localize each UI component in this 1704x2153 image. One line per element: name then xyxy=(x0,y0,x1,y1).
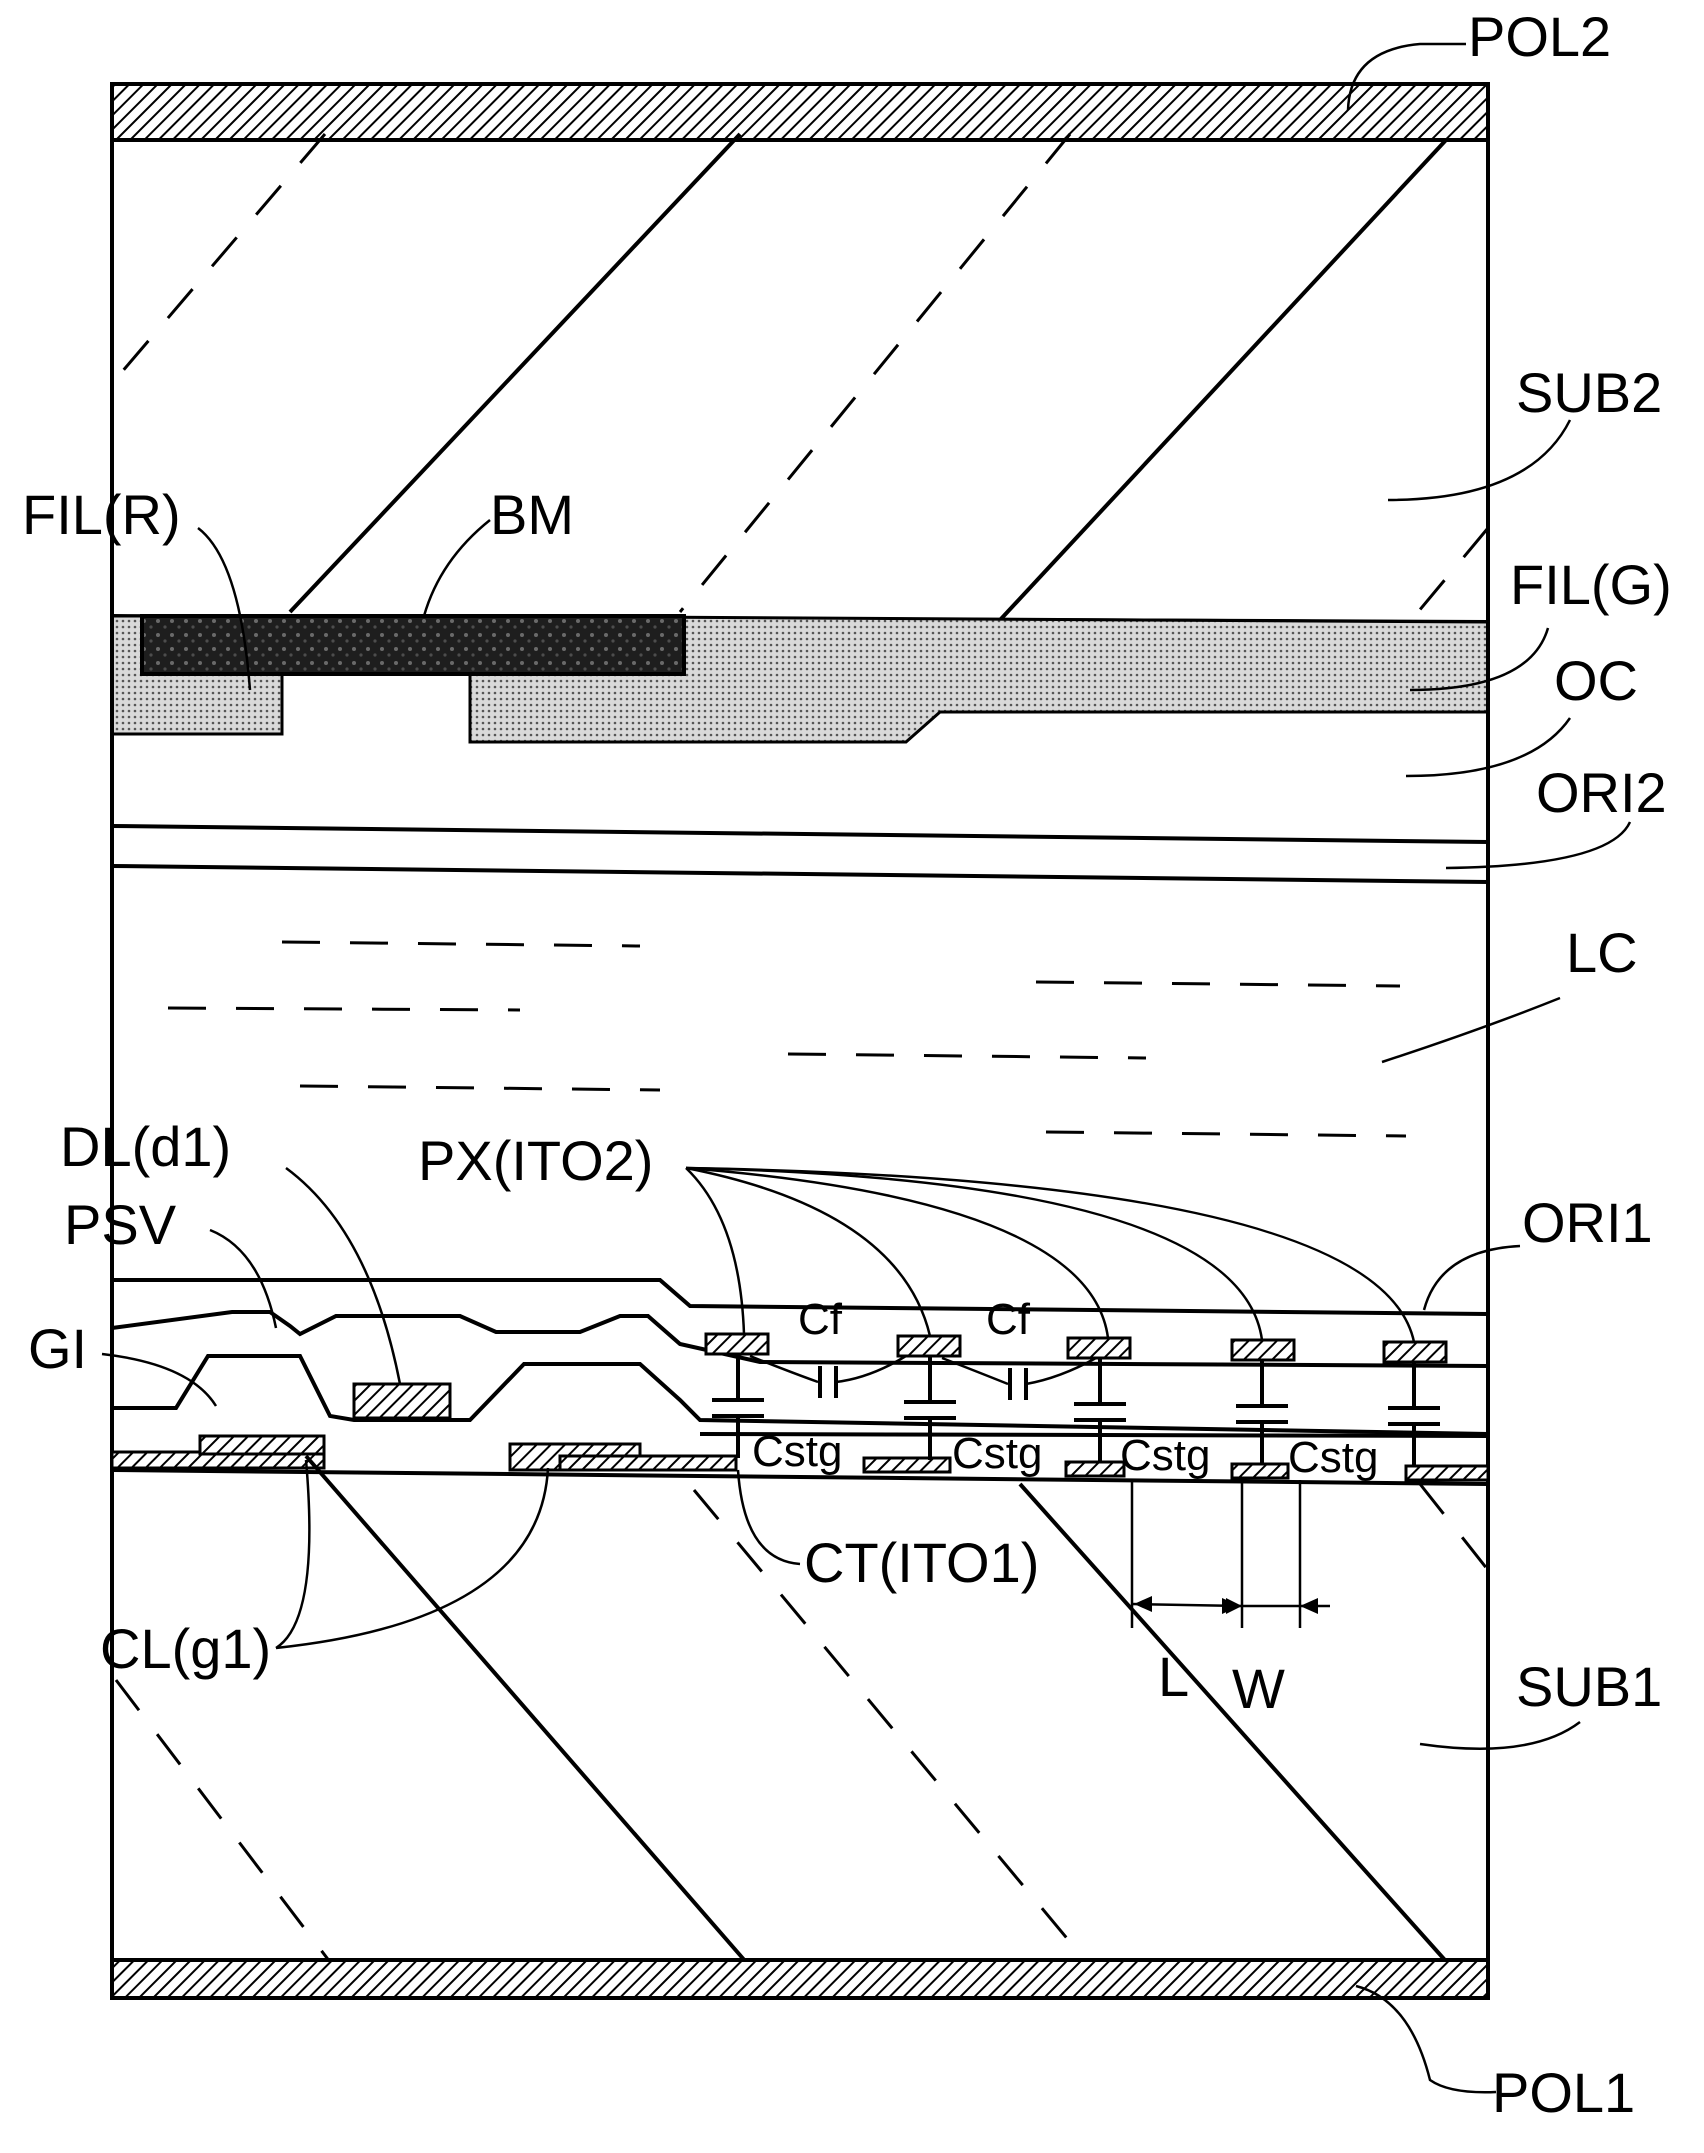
label-pol2: POL2 xyxy=(1468,5,1611,68)
label-cf-1: Cf xyxy=(798,1295,843,1344)
leader-ori2 xyxy=(1446,822,1630,868)
label-ori2: ORI2 xyxy=(1536,761,1667,824)
leader-sub2 xyxy=(1388,420,1570,500)
pixel-electrode-2 xyxy=(898,1336,960,1356)
label-l: L xyxy=(1158,1645,1189,1708)
label-w: W xyxy=(1232,1657,1285,1720)
label-dl: DL(d1) xyxy=(60,1115,231,1178)
pixel-electrode-3 xyxy=(1068,1338,1130,1358)
label-oc: OC xyxy=(1554,649,1638,712)
pixel-electrode-4 xyxy=(1232,1340,1294,1360)
pixel-electrode-1 xyxy=(706,1334,768,1354)
label-lc: LC xyxy=(1566,921,1638,984)
counter-electrode-3 xyxy=(1232,1464,1288,1478)
overcoat-bottom-line xyxy=(112,826,1488,842)
label-cstg-2: Cstg xyxy=(952,1429,1042,1478)
label-cstg-4: Cstg xyxy=(1288,1433,1378,1482)
lc-molecule-row-5 xyxy=(788,1054,1146,1058)
dimension-lw xyxy=(1132,1480,1330,1628)
leader-pol1 xyxy=(1356,1986,1496,2092)
lower-substrate xyxy=(112,1456,1488,1998)
leader-cl-2 xyxy=(276,1468,548,1648)
label-cstg-1: Cstg xyxy=(752,1427,842,1476)
label-sub1: SUB1 xyxy=(1516,1655,1662,1718)
lc-molecule-row-3 xyxy=(300,1086,660,1090)
leader-cl-1 xyxy=(276,1460,309,1648)
lc-molecule-row-2 xyxy=(168,1008,520,1010)
storage-capacitor-5 xyxy=(1388,1362,1440,1466)
polarizer-1 xyxy=(112,1960,1488,1998)
label-fil-g: FIL(G) xyxy=(1510,553,1672,616)
lc-molecule-row-1 xyxy=(282,942,640,946)
pixel-electrode-5 xyxy=(1384,1342,1446,1362)
label-pol1: POL1 xyxy=(1492,2061,1635,2124)
leader-sub1 xyxy=(1420,1722,1580,1749)
glass-diagonal-solid-3 xyxy=(306,1456,746,1962)
label-fil-r: FIL(R) xyxy=(22,483,181,546)
leader-ct xyxy=(738,1470,800,1564)
leader-px-4 xyxy=(686,1168,1262,1340)
leader-px-1 xyxy=(686,1168,744,1334)
label-px: PX(ITO2) xyxy=(418,1129,653,1192)
leader-bm xyxy=(424,520,490,616)
glass-diagonal-dashed-2 xyxy=(680,134,1070,612)
label-sub2: SUB2 xyxy=(1516,361,1662,424)
upper-substrate xyxy=(112,84,1488,620)
counter-electrode-4 xyxy=(1406,1466,1488,1480)
label-cl: CL(g1) xyxy=(100,1617,271,1680)
lc-molecule-row-4 xyxy=(1036,982,1400,986)
label-ori1: ORI1 xyxy=(1522,1191,1653,1254)
glass-diagonal-solid-2 xyxy=(1000,140,1446,620)
glass-diagonal-dashed-6 xyxy=(1420,1484,1488,1570)
glass-diagonal-dashed-4 xyxy=(116,1680,330,1962)
storage-capacitor-4 xyxy=(1236,1360,1288,1464)
label-ct: CT(ITO1) xyxy=(804,1531,1039,1594)
label-psv: PSV xyxy=(64,1193,177,1256)
storage-capacitor-2 xyxy=(904,1356,956,1460)
drain-line-electrode xyxy=(354,1384,450,1418)
glass-diagonal-dashed-1 xyxy=(115,134,325,380)
label-bm: BM xyxy=(490,483,574,546)
common-electrode-strip-mid xyxy=(560,1456,736,1470)
counter-electrode-1 xyxy=(864,1458,950,1472)
polarizer-2 xyxy=(112,84,1488,140)
counter-electrode-2 xyxy=(1066,1462,1124,1476)
glass-diagonal-solid-4 xyxy=(1020,1484,1452,1968)
label-cf-2: Cf xyxy=(986,1295,1031,1344)
lc-molecule-row-6 xyxy=(1046,1132,1406,1136)
leader-dl xyxy=(286,1168,400,1384)
glass-diagonal-dashed-3 xyxy=(1418,528,1488,612)
alignment-film-2-line xyxy=(112,866,1488,882)
color-filter-layer xyxy=(112,616,1488,882)
label-cstg-3: Cstg xyxy=(1120,1431,1210,1480)
storage-capacitor-3 xyxy=(1074,1358,1126,1462)
black-matrix xyxy=(142,616,684,674)
gate-electrode-left xyxy=(200,1436,324,1454)
label-gi: GI xyxy=(28,1317,87,1380)
leader-lc xyxy=(1382,998,1560,1062)
leader-px-3 xyxy=(686,1168,1108,1338)
leader-lines xyxy=(102,44,1630,2092)
leader-gi xyxy=(102,1354,216,1406)
labels: POL2 SUB2 FIL(R) BM FIL(G) OC ORI2 LC DL… xyxy=(22,5,1672,2124)
leader-ori1 xyxy=(1424,1246,1520,1310)
